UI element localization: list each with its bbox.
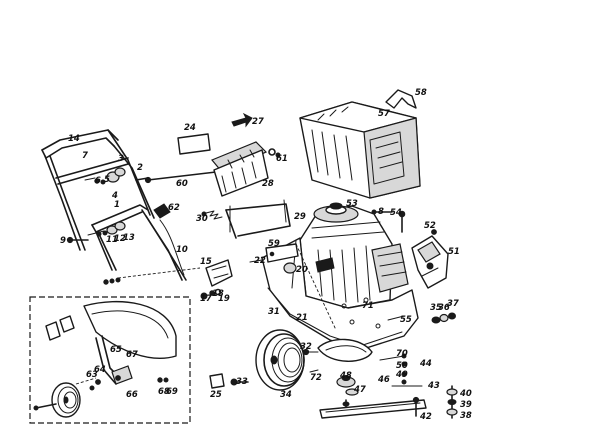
part-number-label: 38 (460, 411, 472, 421)
part-number-label: 58 (415, 88, 427, 98)
part-number-label: 29 (294, 212, 306, 222)
part-number-label: 24 (184, 123, 196, 133)
part-number-label: 69 (166, 387, 178, 397)
part-number-label: 61 (276, 154, 288, 164)
part-number-label: 43 (427, 381, 440, 391)
part-number-label: 8 (378, 207, 384, 217)
part-number-label: 20 (296, 265, 308, 275)
part-number-label: 2 (137, 163, 143, 173)
part-number-label: 37 (447, 299, 459, 309)
part-number-label: 5 (104, 175, 110, 185)
part-number-label: 33 (236, 377, 248, 387)
grass-catcher (299, 89, 421, 199)
part-number-label: 13 (123, 233, 135, 243)
part-number-label: 64 (94, 365, 106, 375)
part-number-label: 72 (310, 373, 322, 383)
part-number-label: 55 (400, 315, 412, 325)
rear-axle-bracket (411, 235, 449, 289)
engine (299, 202, 437, 309)
part-number-label: 51 (448, 247, 460, 257)
part-number-label: 65 (110, 345, 122, 355)
part-number-label: 68 (158, 387, 170, 397)
detail-inset (29, 296, 191, 424)
part-number-label: 27 (252, 117, 264, 127)
part-number-label: 11 (106, 235, 118, 245)
small-fasteners (209, 369, 319, 389)
part-number-label: 25 (210, 390, 222, 400)
part-number-label: 71 (362, 301, 374, 311)
part-number-label: 18 (212, 289, 224, 299)
mower-deck (200, 237, 419, 351)
part-number-label: 32 (300, 342, 312, 352)
part-number-label: 57 (378, 109, 390, 119)
part-number-label: 54 (390, 208, 402, 218)
part-number-label: 50 (396, 361, 408, 371)
part-number-label: 63 (86, 370, 98, 380)
part-number-label: 15 (200, 257, 212, 267)
part-number-label: 52 (424, 221, 436, 231)
part-number-label: 42 (419, 412, 432, 422)
blade-assembly (317, 338, 458, 419)
part-number-label: 67 (126, 350, 138, 360)
part-number-label: 53 (346, 199, 358, 209)
part-number-label: 70 (396, 349, 408, 359)
part-number-label: 1 (114, 200, 120, 210)
part-number-label: 40 (459, 389, 472, 399)
part-number-label: 22 (254, 256, 266, 266)
part-number-label: 10 (176, 245, 188, 255)
part-number-label: 4 (111, 191, 118, 201)
part-number-label: 47 (353, 385, 366, 395)
front-wheel (255, 329, 319, 391)
part-number-label: 9 (60, 236, 66, 246)
part-number-label: 48 (339, 371, 352, 381)
part-number-label: 7 (82, 151, 88, 161)
part-number-label: 36 (438, 303, 450, 313)
part-number-label: 17 (200, 294, 212, 304)
part-number-label: 6 (95, 176, 101, 186)
part-number-label: 12 (114, 234, 126, 244)
part-number-label: 39 (460, 400, 472, 410)
bag-frame-assembly (177, 112, 291, 239)
part-number-label: 49 (395, 370, 408, 380)
part-number-label: 66 (126, 390, 138, 400)
part-number-label: 60 (176, 179, 188, 189)
part-number-label: 21 (296, 313, 308, 323)
part-number-label: 62 (168, 203, 180, 213)
part-number-label: 14 (68, 134, 80, 144)
part-number-label: 34 (280, 390, 292, 400)
part-number-label: 30 (196, 214, 208, 224)
handle-assembly (41, 129, 217, 285)
part-number-label: 28 (262, 179, 274, 189)
part-number-label: 31 (268, 307, 280, 317)
washer-stack (431, 312, 456, 324)
part-number-label: 44 (419, 359, 432, 369)
part-number-label: 3 (118, 154, 124, 164)
part-number-label: 46 (377, 375, 390, 385)
part-number-label: 59 (268, 239, 280, 249)
part-number-label: 19 (218, 294, 230, 304)
part-number-label: 35 (430, 303, 442, 313)
